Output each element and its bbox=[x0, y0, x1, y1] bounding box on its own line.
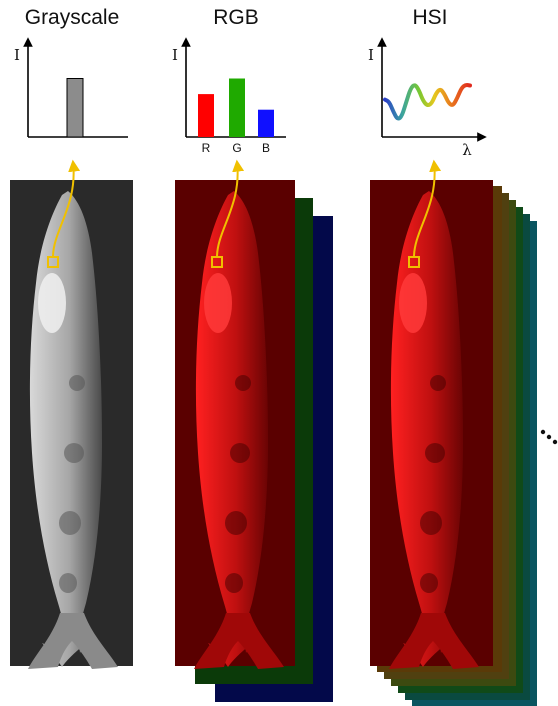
rgb-histogram: I R G B bbox=[172, 37, 286, 155]
rgb-image-stack bbox=[175, 159, 333, 702]
hsi-spectrum-curve bbox=[383, 83, 472, 121]
rgb-tick-label-b: B bbox=[262, 141, 270, 155]
hsi-red-fish bbox=[389, 191, 479, 669]
more-bands-ellipsis bbox=[540, 429, 558, 445]
grayscale-roi-arrow bbox=[52, 159, 81, 258]
hsi-roi-arrow bbox=[413, 159, 442, 258]
rgb-tick-label-g: G bbox=[232, 141, 241, 155]
grayscale-image bbox=[10, 159, 133, 669]
rgb-bar-b bbox=[258, 109, 274, 137]
hsi-x-axis-label: λ bbox=[462, 141, 472, 159]
hsi-image-stack bbox=[370, 159, 558, 706]
grayscale-y-axis-label: I bbox=[14, 46, 20, 64]
rgb-tick-label-r: R bbox=[202, 141, 211, 155]
hsi-spectrum: I λ bbox=[368, 37, 487, 159]
hsi-y-axis-label: I bbox=[368, 46, 374, 64]
rgb-red-fish bbox=[194, 191, 284, 669]
grayscale-histogram: I bbox=[14, 37, 128, 138]
grayscale-fish bbox=[28, 191, 118, 669]
rgb-bar-g bbox=[229, 78, 245, 137]
grayscale-bars bbox=[66, 78, 84, 138]
rgb-bars bbox=[198, 78, 274, 137]
rgb-y-axis-label: I bbox=[172, 46, 178, 64]
grayscale-bar bbox=[66, 78, 84, 138]
rgb-roi-arrow bbox=[216, 159, 245, 258]
grayscale-title: Grayscale bbox=[25, 6, 120, 29]
rgb-bar-r bbox=[198, 94, 214, 137]
rgb-title: RGB bbox=[213, 6, 259, 29]
hsi-title: HSI bbox=[412, 6, 447, 29]
